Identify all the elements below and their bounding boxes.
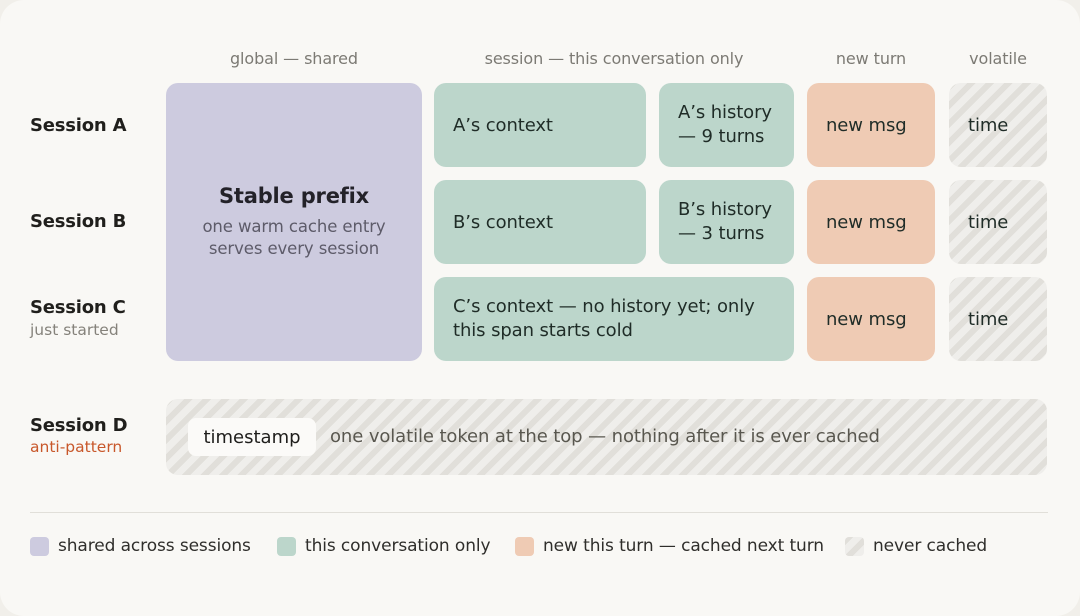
session-c-context-block: C’s context — no history yet; only this …: [434, 277, 794, 361]
session-b-new-msg-label: new msg: [826, 211, 907, 233]
session-a-context-block: A’s context: [434, 83, 646, 167]
column-header-new-turn: new turn: [835, 49, 907, 68]
session-c-time-label: time: [968, 308, 1009, 330]
session-a-history-label: A’s history — 9 turns: [678, 102, 772, 147]
session-a-new-msg-label: new msg: [826, 114, 907, 136]
session-a-time-label: time: [968, 114, 1009, 136]
legend-divider: [30, 512, 1048, 513]
legend-swatch-conversation: [277, 537, 296, 556]
session-c-new-msg-label: new msg: [826, 308, 907, 330]
row-label-session-d: Session D: [30, 415, 128, 436]
session-b-time-block: time: [949, 180, 1047, 264]
session-d-timestamp-chip: timestamp: [188, 418, 316, 456]
session-a-new-msg-block: new msg: [807, 83, 935, 167]
stable-prefix-subtitle: one warm cache entry serves every sessio…: [202, 217, 386, 258]
stable-prefix-block: Stable prefix one warm cache entry serve…: [166, 83, 422, 361]
legend-label-never-cached: never cached: [873, 536, 988, 556]
stable-prefix-title: Stable prefix: [218, 184, 370, 208]
row-label-session-c: Session C: [30, 297, 126, 318]
column-header-volatile: volatile: [969, 49, 1027, 68]
legend-label-conversation: this conversation only: [305, 536, 491, 556]
session-b-time-label: time: [968, 211, 1009, 233]
row-sublabel-session-c: just started: [30, 321, 119, 339]
session-b-new-msg-block: new msg: [807, 180, 935, 264]
row-label-session-b: Session B: [30, 211, 127, 232]
session-a-history-block: A’s history — 9 turns: [659, 83, 794, 167]
session-c-context-label: C’s context — no history yet; only this …: [453, 296, 755, 341]
legend-swatch-never-cached: [845, 537, 864, 556]
session-c-new-msg-block: new msg: [807, 277, 935, 361]
legend-label-shared: shared across sessions: [58, 536, 251, 556]
row-label-session-a: Session A: [30, 115, 127, 136]
column-header-session: session — this conversation only: [484, 49, 744, 68]
session-c-time-block: time: [949, 277, 1047, 361]
session-d-volatile-bar: [166, 399, 1047, 475]
legend-label-new-turn: new this turn — cached next turn: [543, 536, 824, 556]
session-b-context-block: B’s context: [434, 180, 646, 264]
row-sublabel-session-d: anti-pattern: [30, 438, 123, 456]
session-a-context-label: A’s context: [453, 114, 553, 136]
legend-swatch-new-turn: [515, 537, 534, 556]
column-header-global: global — shared: [230, 49, 358, 68]
legend-swatch-shared: [30, 537, 49, 556]
session-d-note: one volatile token at the top — nothing …: [330, 426, 880, 447]
session-b-context-label: B’s context: [453, 211, 553, 233]
session-b-history-label: B’s history — 3 turns: [678, 199, 772, 244]
session-b-history-block: B’s history — 3 turns: [659, 180, 794, 264]
session-a-time-block: time: [949, 83, 1047, 167]
